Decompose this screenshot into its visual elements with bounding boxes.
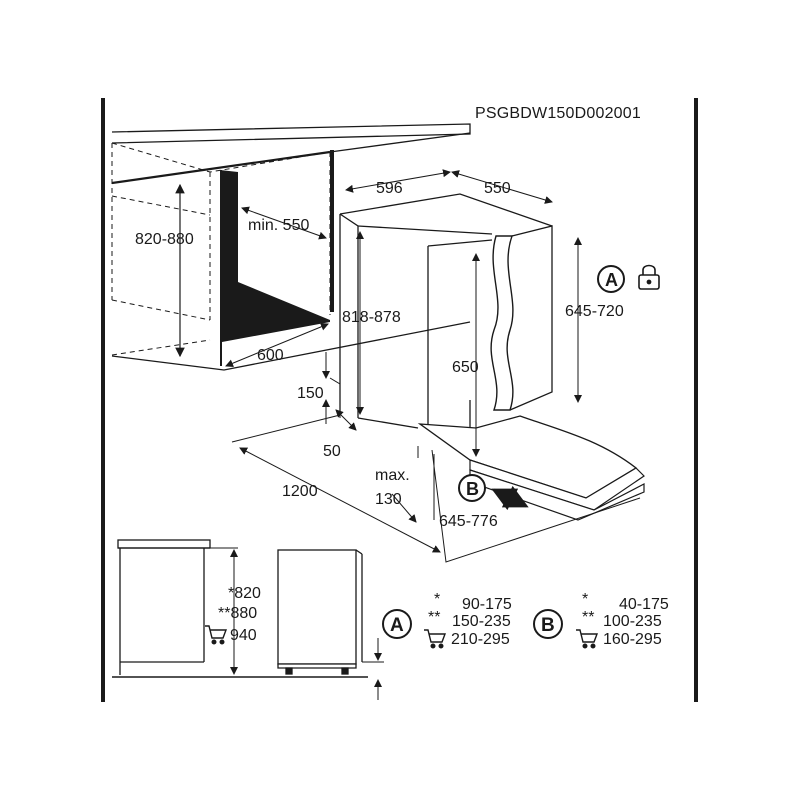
label-max-value: 130 (375, 491, 402, 508)
label-cavity-depth: 600 (257, 347, 284, 364)
legend-b-circle (533, 609, 563, 639)
legend-a-value-3: 210-295 (451, 631, 510, 648)
label-min-depth: min. 550 (248, 217, 309, 234)
label-cabinet-height: 820-880 (135, 231, 194, 248)
marker-b-circle (458, 474, 486, 502)
dim-line-min-depth (241, 206, 327, 240)
legend-b-value-2: 100-235 (603, 613, 662, 630)
dim-line-max (391, 493, 417, 523)
legend-a-value-1: 90-175 (462, 596, 512, 613)
cart-icon (576, 629, 599, 649)
plinth-drop (417, 446, 435, 520)
worktop (111, 123, 471, 185)
door-panel-right (509, 225, 553, 411)
cart-icon (205, 625, 228, 645)
plinth-guide (329, 377, 341, 418)
cabinet-floor-line (111, 321, 471, 371)
diagram-code: PSGBDW150D002001 (475, 105, 641, 122)
label-gap-150: 150 (297, 385, 324, 402)
cart-icon (424, 629, 447, 649)
dim-line-door-clearance (239, 447, 441, 553)
cavity-shape (220, 170, 330, 342)
dim-line-cavity-depth (225, 322, 329, 368)
marker-b-label: B (466, 479, 479, 499)
legend-a-marker: A (390, 615, 404, 636)
label-hinge-range: 645-720 (565, 303, 624, 320)
lock-icon (638, 264, 660, 290)
legend-b-value-1: 40-175 (619, 596, 669, 613)
dim-line-width (345, 169, 451, 193)
marker-a-label: A (605, 270, 618, 290)
legend-a-prefix-2: ** (428, 609, 440, 626)
label-door-clearance: 1200 (282, 483, 318, 500)
label-slide-range: 645-776 (439, 513, 498, 530)
label-max: max. (375, 467, 410, 484)
slide-arrow (491, 485, 529, 511)
legend-b-value-3: 160-295 (603, 631, 662, 648)
side-height-label-1: *820 (228, 585, 261, 602)
label-depth: 550 (484, 180, 511, 197)
side-height-label-3: 940 (230, 627, 257, 644)
legend-a-value-2: 150-235 (452, 613, 511, 630)
door-panel-wave (490, 235, 514, 411)
side-view-left (117, 539, 211, 675)
dim-line-depth (451, 170, 553, 204)
legend-a-prefix-1: * (434, 591, 440, 608)
side-height-label-2: **880 (218, 605, 257, 622)
label-body-height: 818-878 (342, 309, 401, 326)
legend-a-circle (382, 609, 412, 639)
dim-line-50 (335, 409, 357, 431)
label-door-height: 650 (452, 359, 479, 376)
marker-a-circle (597, 265, 625, 293)
label-gap-50: 50 (323, 443, 341, 460)
label-width: 596 (376, 180, 403, 197)
side-view-right (277, 549, 363, 675)
legend-b-prefix-1: * (582, 591, 588, 608)
legend-b-marker: B (541, 615, 555, 636)
legend-b-prefix-2: ** (582, 609, 594, 626)
